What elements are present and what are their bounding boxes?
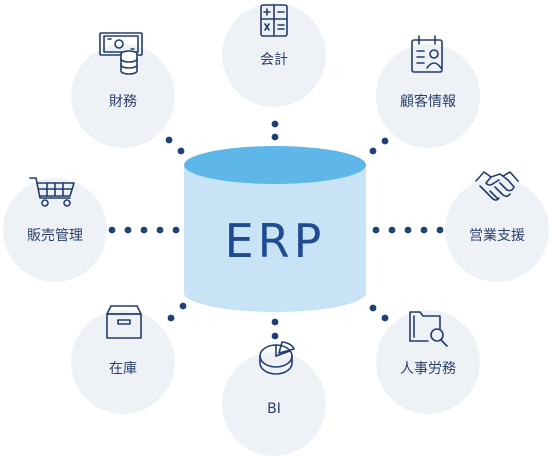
node-label-sales-support: 営業支援 [469, 228, 525, 244]
customer-card-icon [411, 35, 443, 73]
erp-label: ERP [225, 214, 326, 268]
connector-sales-management [108, 226, 180, 234]
node-label-customer-info: 顧客情報 [400, 93, 456, 110]
connector-hr-labor [369, 304, 389, 322]
connectors [108, 120, 444, 340]
erp-cylinder-top [184, 146, 366, 184]
box-icon [106, 305, 142, 339]
node-circle-accounting [222, 3, 326, 107]
node-circle-sales-support [445, 178, 549, 282]
node-label-sales-management: 販売管理 [27, 228, 83, 244]
erp-cylinder: ERP [184, 146, 366, 312]
connector-inventory [167, 302, 187, 322]
node-circle-inventory [71, 310, 175, 414]
connector-finance [165, 136, 185, 155]
handshake-icon [475, 171, 519, 201]
node-circle-sales-management [3, 178, 107, 282]
folder-search-icon [409, 311, 448, 347]
pie-chart-icon [259, 341, 295, 375]
node-circle-hr-labor [376, 310, 480, 414]
node-circle-customer-info [376, 44, 480, 148]
node-label-bi: BI [267, 401, 281, 417]
money-coins-icon [99, 32, 143, 75]
connector-bi [271, 318, 279, 340]
node-circle-finance [71, 44, 175, 148]
shopping-cart-icon [29, 177, 75, 207]
node-label-inventory: 在庫 [109, 360, 137, 377]
node-labels: 会計 顧客情報 営業支援 人事労務 BI 在庫 販売管理 財務 [27, 52, 525, 417]
calculator-icon [260, 4, 288, 37]
connector-sales-support [372, 226, 444, 234]
node-label-hr-labor: 人事労務 [400, 361, 456, 377]
connector-accounting [271, 120, 279, 141]
connector-customer-info [369, 137, 389, 155]
node-circles [3, 3, 549, 456]
node-label-accounting: 会計 [260, 52, 288, 68]
node-label-finance: 財務 [109, 94, 137, 110]
node-circle-bi [222, 352, 326, 456]
erp-cylinder-body [184, 165, 366, 312]
